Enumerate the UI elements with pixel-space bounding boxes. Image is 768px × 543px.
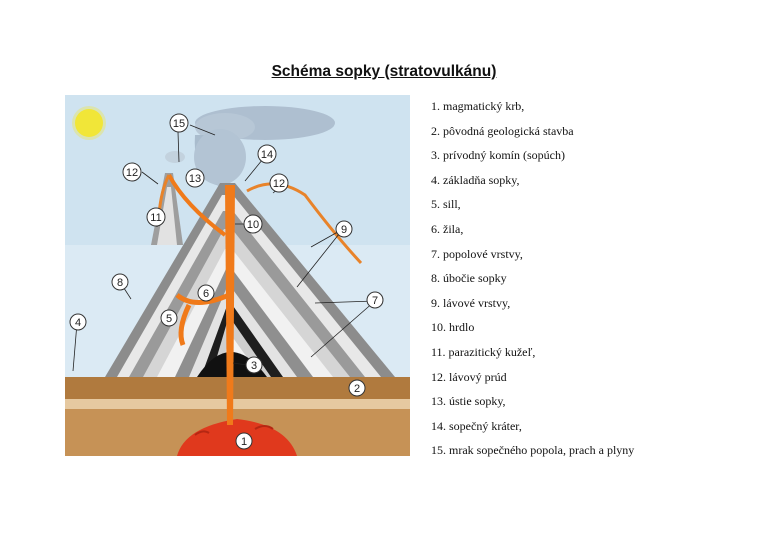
callout-7: 7 [366, 291, 384, 309]
svg-text:12: 12 [126, 167, 138, 179]
svg-text:9: 9 [341, 224, 347, 236]
svg-text:6: 6 [203, 288, 209, 300]
svg-text:8: 8 [117, 277, 123, 289]
svg-text:15: 15 [173, 118, 185, 130]
legend-item-14: 14. sopečný kráter, [431, 418, 522, 433]
legend-item-2: 2. pôvodná geologická stavba [431, 123, 574, 138]
dike [175, 292, 231, 305]
page-title: Schéma sopky (stratovulkánu) [271, 63, 497, 80]
callout-3: 3 [245, 356, 263, 374]
legend-item-5: 5. sill, [431, 197, 461, 212]
svg-text:7: 7 [372, 295, 378, 307]
svg-text:3: 3 [251, 360, 257, 372]
callout-15: 15 [169, 113, 189, 133]
callout-8: 8 [111, 273, 129, 291]
svg-text:1: 1 [241, 436, 247, 448]
callout-2: 2 [348, 379, 366, 397]
legend-item-11: 11. parazitický kužeľ, [431, 344, 536, 359]
legend-item-12: 12. lávový prúd [431, 369, 507, 384]
legend-item-7: 7. popolové vrstvy, [431, 246, 523, 261]
callout-10: 10 [243, 214, 263, 234]
legend-item-1: 1. magmatický krb, [431, 99, 525, 113]
callouts: 1 2 3 4 5 6 7 8 9 10 11 12 12 13 14 15 [69, 113, 384, 450]
svg-text:4: 4 [75, 317, 81, 329]
lava-flow-right [246, 182, 363, 265]
legend-item-13: 13. ústie sopky, [431, 394, 506, 409]
svg-text:12: 12 [273, 178, 285, 190]
legend-list: 1. magmatický krb, 2. pôvodná geologická… [431, 97, 634, 466]
volcano-diagram: 1 2 3 4 5 6 7 8 9 10 11 12 12 13 14 15 [65, 95, 410, 456]
callout-1: 1 [235, 432, 253, 450]
svg-text:10: 10 [247, 219, 259, 231]
svg-text:11: 11 [150, 212, 161, 224]
callout-4: 4 [69, 313, 87, 331]
legend-item-8: 8. úbočie sopky [431, 271, 507, 286]
callout-6: 6 [197, 284, 215, 302]
legend-item-6: 6. žila, [431, 221, 464, 236]
parasitic-conduit [167, 174, 227, 237]
svg-text:5: 5 [166, 313, 172, 325]
callout-12-right: 12 [269, 173, 289, 193]
callout-9: 9 [335, 220, 353, 238]
main-conduit [225, 185, 235, 425]
legend-item-4: 4. základňa sopky, [431, 172, 520, 187]
svg-text:2: 2 [354, 383, 360, 395]
callout-5: 5 [160, 309, 178, 327]
sill [178, 303, 192, 346]
legend-item-10: 10. hrdlo [431, 320, 475, 335]
svg-text:13: 13 [189, 173, 201, 185]
callout-12-left: 12 [122, 162, 142, 182]
legend-item-3: 3. prívodný komín (sopúch) [431, 148, 565, 163]
sun-icon [75, 109, 103, 137]
legend-item-15: 15. mrak sopečného popola, prach a plyny [431, 443, 635, 458]
callout-13: 13 [185, 168, 205, 188]
legend-item-9: 9. lávové vrstvy, [431, 295, 511, 310]
callout-11: 11 [146, 207, 166, 227]
callout-14: 14 [257, 144, 277, 164]
ash-cloud [165, 106, 335, 186]
svg-text:14: 14 [261, 149, 273, 161]
